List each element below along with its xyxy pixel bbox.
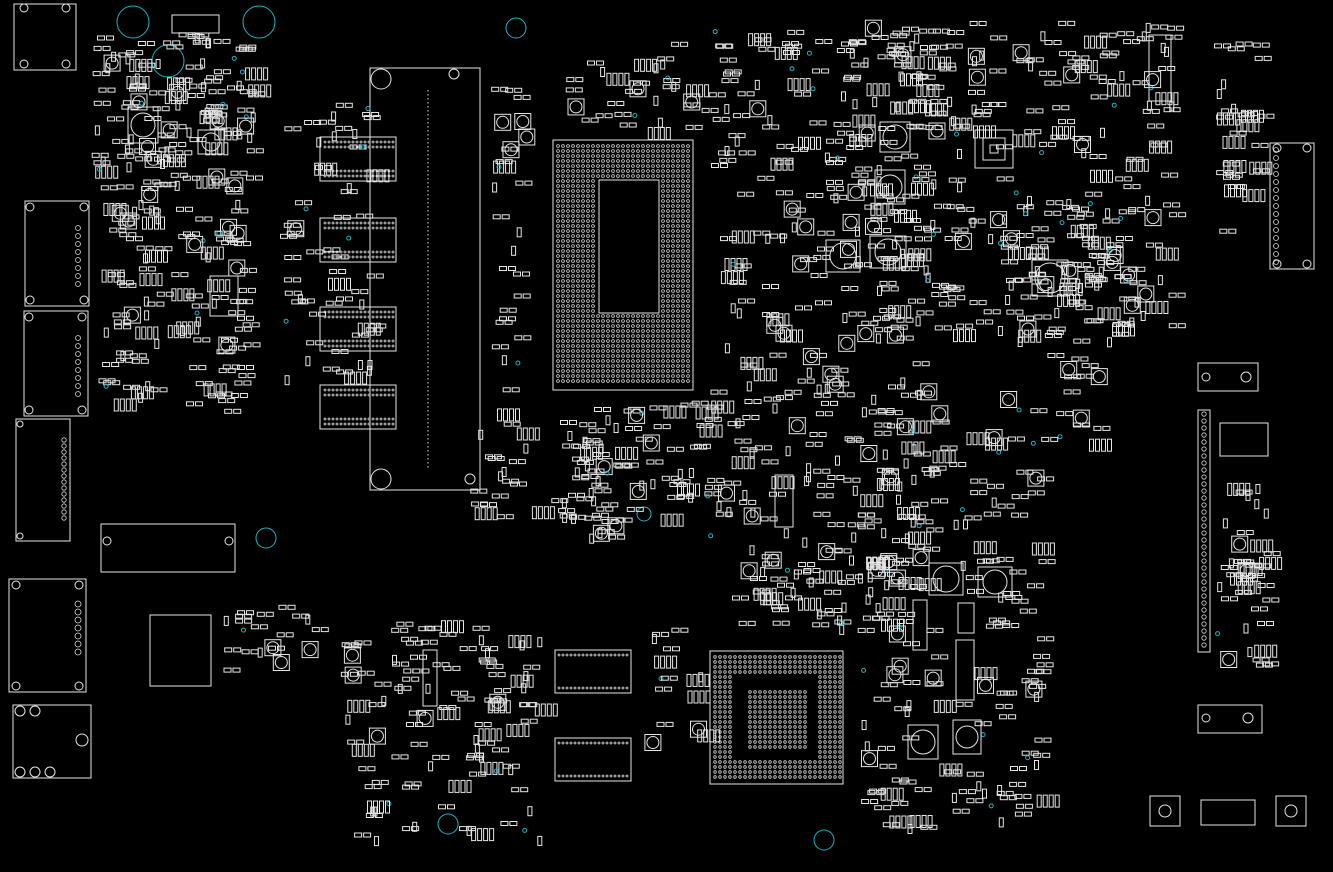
ec-chip-2: [209, 275, 239, 317]
audio-jack-connector: [12, 704, 92, 779]
connector-pin-columns: [61, 147, 1279, 656]
lower-memory-pads: [557, 653, 629, 778]
component-cluster-13: [340, 620, 558, 847]
cpu-bga-package: [552, 139, 694, 391]
right-edge-connector: [1269, 142, 1315, 270]
component-cluster-4: [491, 86, 540, 441]
lower-memory-chip-1: [554, 649, 632, 694]
right-connector-small-3: [1197, 704, 1263, 734]
component-cluster-17: [1041, 353, 1112, 452]
chipset-ball-grid: [713, 655, 842, 779]
bottom-right-switch-2: [1275, 795, 1307, 827]
dram-ball-pads: [323, 140, 395, 426]
usb-connector-1: [24, 200, 90, 307]
passive-components: [91, 19, 1283, 847]
right-connector-small-1: [1197, 362, 1259, 392]
component-cluster-1: [91, 32, 272, 203]
component-cluster-5: [565, 41, 742, 140]
right-connector-small-2: [1219, 422, 1269, 457]
right-long-connector: [1197, 409, 1211, 653]
dram-chip-3: [319, 306, 397, 352]
bottom-right-connector: [1200, 799, 1256, 826]
power-inductors: [127, 106, 1069, 760]
dram-chip-4: [319, 384, 397, 430]
lower-memory-chip-2: [554, 737, 632, 782]
component-cluster-3: [280, 102, 390, 386]
chipset-bga-package: [709, 650, 844, 785]
bottom-left-connector: [100, 523, 236, 573]
hdmi-connector: [15, 418, 71, 542]
component-cluster-7: [470, 429, 639, 544]
component-cluster-14: [223, 604, 329, 673]
bottom-right-switch-1: [1149, 795, 1181, 827]
dram-chip-1: [319, 136, 397, 182]
component-cluster-16: [1215, 482, 1283, 668]
component-cluster-12: [732, 551, 916, 635]
usb-connector-2: [23, 310, 89, 417]
component-cluster-18: [644, 627, 721, 751]
component-cluster-9: [841, 19, 1187, 343]
left-io-connectors: [8, 3, 1279, 779]
lan-connector: [8, 578, 87, 693]
so-dimm-slot: [369, 67, 481, 491]
cpu-ball-grid: [556, 144, 690, 383]
component-cluster-15: [1214, 41, 1275, 234]
ec-chip: [149, 614, 212, 687]
component-cluster-2: [98, 199, 261, 414]
connector-top-left: [13, 3, 77, 71]
component-cluster-10: [998, 200, 1146, 348]
memory-section: [319, 67, 481, 491]
